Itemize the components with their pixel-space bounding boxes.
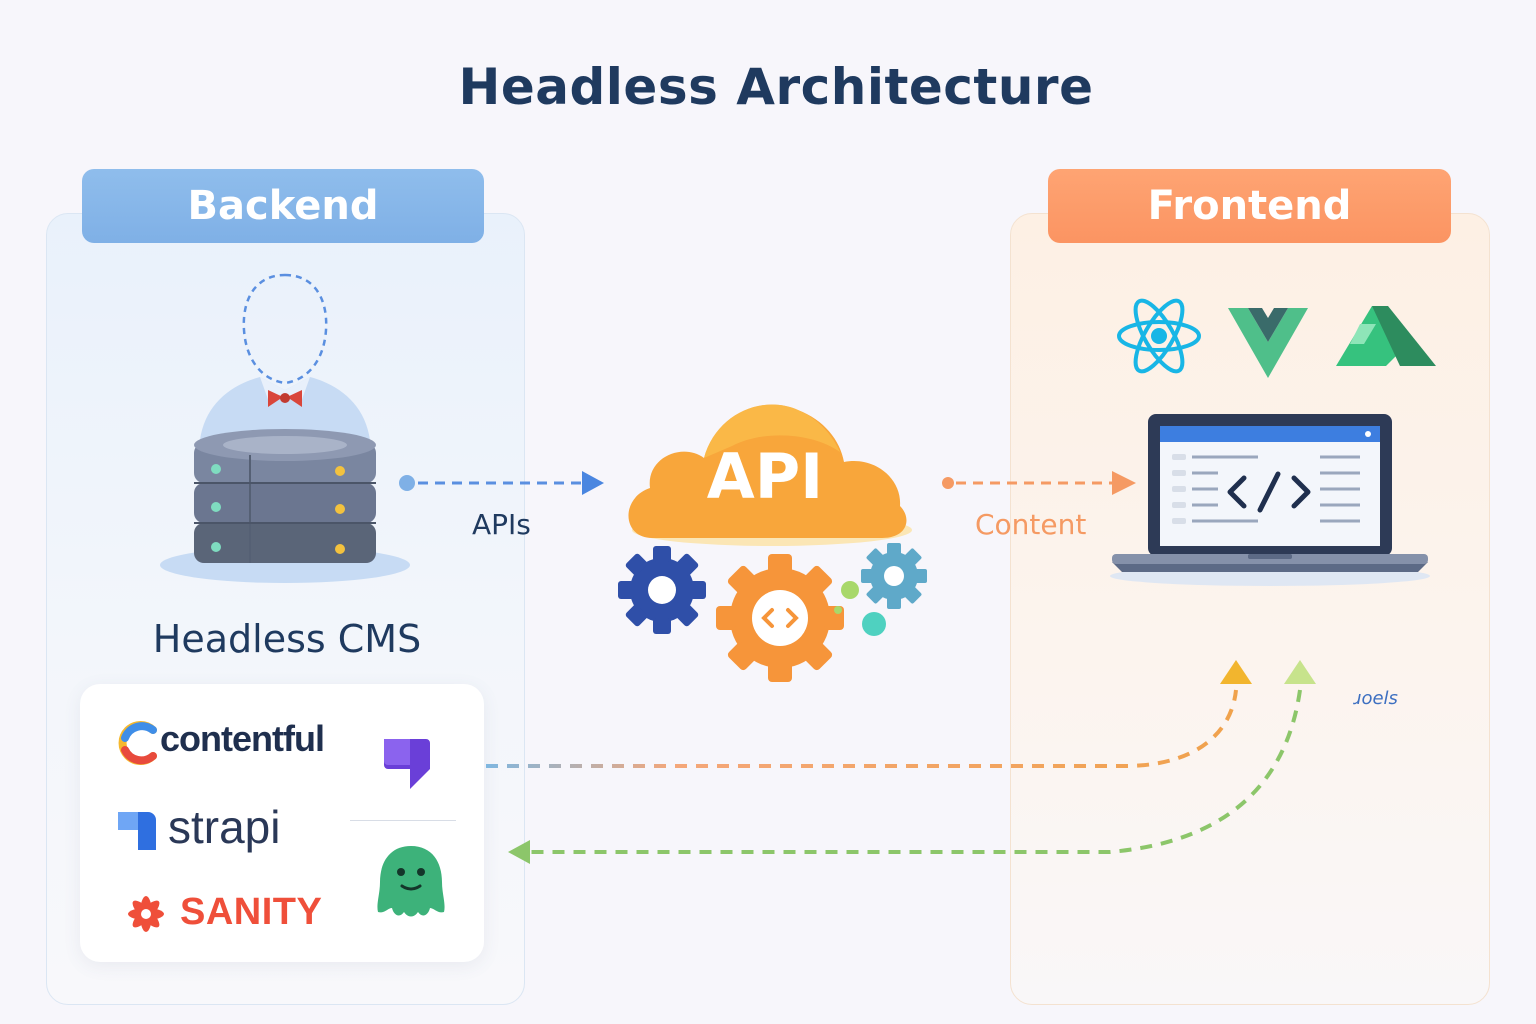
strapi-logo-icon <box>118 812 156 850</box>
apis-arrow <box>399 471 604 495</box>
frontend-to-cms-arrow <box>508 660 1316 864</box>
green-mascot-icon <box>377 846 445 917</box>
content-flow-label: Content <box>975 508 1087 541</box>
nuxt-logo-icon <box>1336 306 1436 366</box>
contentful-logo-text: contentful <box>160 718 325 759</box>
purple-cms-logo-icon <box>384 739 430 789</box>
apis-flow-label: APIs <box>472 508 531 541</box>
react-logo-icon <box>1117 298 1201 374</box>
small-flow-label: ɹoels <box>1353 688 1398 709</box>
gear-icon <box>618 546 706 634</box>
headless-cms-illustration <box>160 273 410 583</box>
small-gear-icon <box>861 543 927 609</box>
backend-header: Backend <box>82 169 484 243</box>
frontend-header: Frontend <box>1048 169 1451 243</box>
sanity-logo-text: SANITY <box>180 891 323 933</box>
code-gear-icon <box>716 554 844 682</box>
vue-logo-icon <box>1228 308 1308 378</box>
strapi-logo-text: strapi <box>168 801 281 853</box>
api-cloud-illustration <box>618 404 927 682</box>
person-outline-icon <box>200 273 370 440</box>
content-arrow <box>942 471 1136 495</box>
database-server-icon <box>160 429 410 583</box>
diagram-title: Headless Architecture <box>458 58 1094 116</box>
sanity-logo-icon <box>128 896 164 932</box>
laptop-code-icon <box>1110 414 1430 586</box>
card-divider <box>350 820 456 821</box>
api-label: API <box>706 440 824 513</box>
headless-cms-label: Headless CMS <box>152 617 422 661</box>
contentful-logo-icon <box>118 721 157 765</box>
cms-to-frontend-arrow <box>486 660 1252 768</box>
cloud-icon <box>628 404 912 546</box>
